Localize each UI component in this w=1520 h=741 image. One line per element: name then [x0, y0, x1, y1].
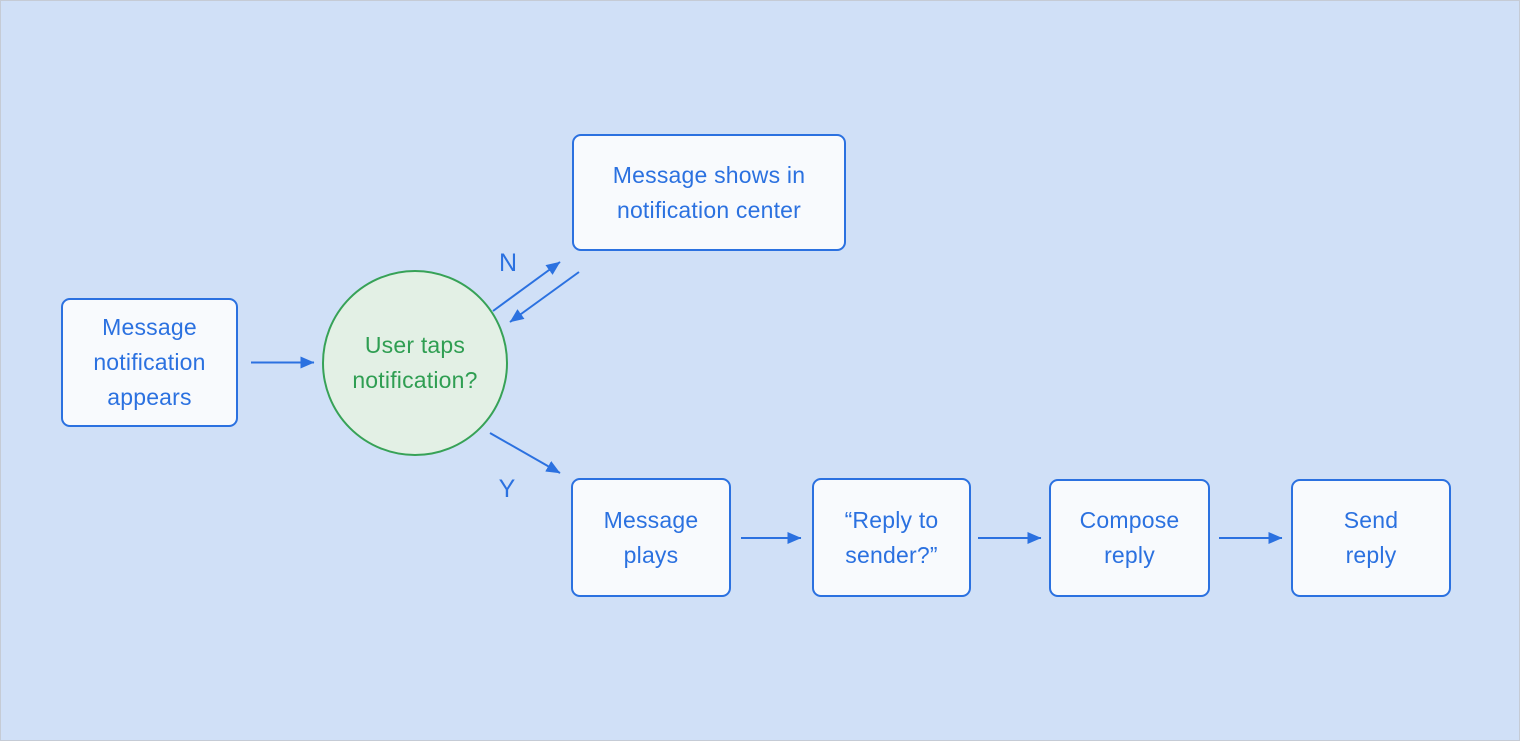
edge-decision-to-message-plays: [489, 432, 561, 474]
node-message-shows-in-notification-center: Message shows in notification center: [572, 134, 846, 251]
node-decision-user-taps-notification: User taps notification?: [322, 270, 508, 456]
node-send-reply: Send reply: [1291, 479, 1451, 597]
node-message-plays: Message plays: [571, 478, 731, 597]
edge-notification-center-to-decision: [509, 271, 580, 323]
node-reply-to-sender: “Reply to sender?”: [812, 478, 971, 597]
node-compose-reply: Compose reply: [1049, 479, 1210, 597]
edge-label-no: N: [498, 249, 518, 277]
edge-label-yes: Y: [498, 475, 516, 503]
node-message-notification-appears: Message notification appears: [61, 298, 238, 427]
